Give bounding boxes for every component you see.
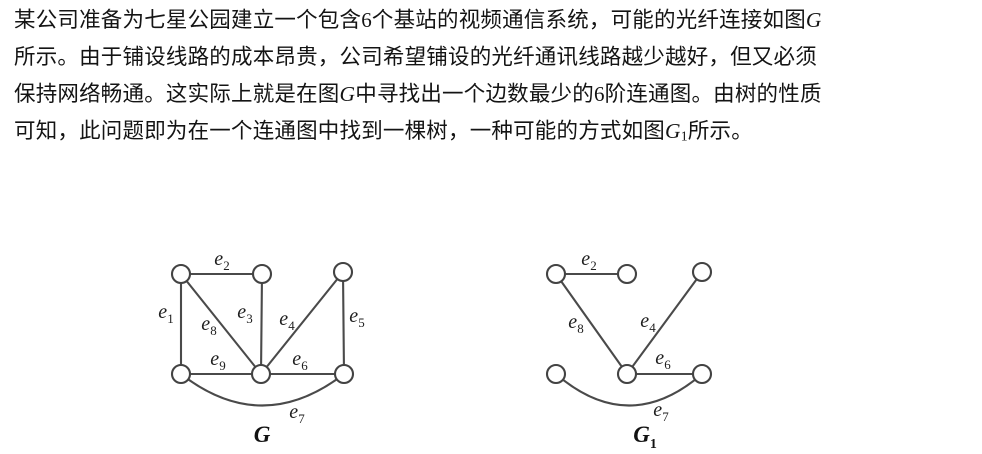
edge-label-e7: e7 [289,401,305,426]
graph-node [250,363,272,385]
edge-label-e2: e2 [581,248,596,273]
edge-label-e4: e4 [279,308,295,333]
edge-label-e3: e3 [237,301,252,326]
graph-node [170,263,192,285]
graph-node [616,363,638,385]
edge-e5 [341,270,346,376]
graph-node [333,363,355,385]
edge-label-e6: e6 [655,347,671,372]
edge-label-e4: e4 [640,310,656,335]
figure-caption-G1: G1 [633,422,657,452]
edge-e4 [259,270,345,376]
graph-node [616,263,638,285]
inline-math-G-1: G [805,8,822,32]
figure-G: e1 e2 e3 e4 e5 e6 e7 e8 e9 G [158,248,364,447]
graph-node [251,263,273,285]
edge-e8 [179,272,263,376]
passage-line-1: 某公司准备为七星公园建立一个包含6个基站的视频通信系统，可能的光纤连接如图G [14,8,822,32]
graph-node [332,261,354,283]
edge-e7-curve [179,372,346,407]
figure-caption-G: G [254,422,271,447]
passage-line-2: 所示。由于铺设线路的成本昂贵，公司希望铺设的光纤通讯线路越少越好，但又必须 [14,45,817,69]
passage-line-3: 保持网络畅通。这实际上就是在图G中寻找出一个边数最少的6阶连通图。由树的性质 [14,82,822,106]
inline-number-6a: 6 [361,8,372,32]
inline-math-G1: G1 [665,119,688,144]
inline-number-6b: 6 [593,82,605,106]
passage-text: 某公司准备为七星公园建立一个包含6个基站的视频通信系统，可能的光纤连接如图G 所… [14,2,974,154]
graph-node [545,263,567,285]
edge-label-e9: e9 [210,348,225,373]
graph-node [691,261,713,283]
edge-label-e7: e7 [653,399,669,424]
graph-node [691,363,713,385]
edge-label-e6: e6 [292,348,308,373]
edge-label-e8: e8 [568,311,583,336]
edge-label-e5: e5 [349,305,364,330]
edge-e4 [625,270,704,376]
inline-math-G-2: G [339,82,356,106]
passage-line-4: 可知，此问题即为在一个连通图中找到一棵树，一种可能的方式如图G1所示。 [14,119,753,144]
figure-G1: e2 e8 e4 e6 e7 G1 [545,248,713,452]
edge-e8 [554,272,629,376]
edge-e7-curve [554,372,704,407]
graph-node [545,363,567,385]
edge-e3 [259,272,264,376]
graph-node [170,363,192,385]
edge-label-e8: e8 [201,313,216,338]
edge-label-e2: e2 [214,248,229,273]
edge-label-e1: e1 [158,301,173,326]
